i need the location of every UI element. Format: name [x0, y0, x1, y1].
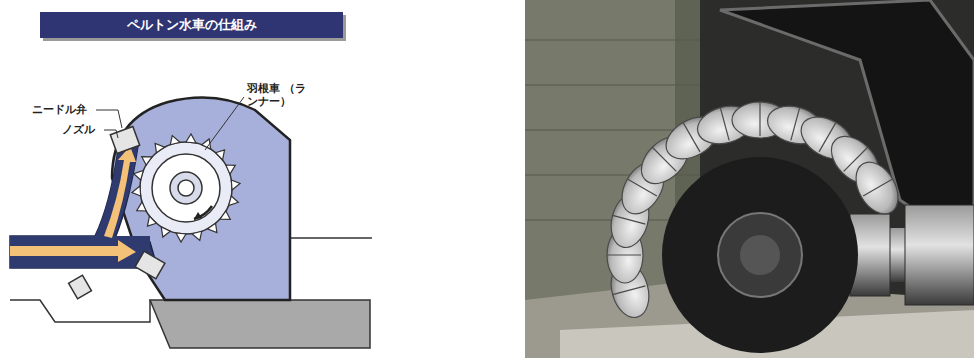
title-band: ペルトン水車の仕組み	[40, 12, 343, 38]
part-label: ノズル	[62, 123, 108, 136]
pelton-schematic	[10, 97, 372, 348]
runner-photo	[525, 0, 974, 358]
part-label: 羽根車 （ランナー）	[247, 82, 311, 108]
part-label: ニードル弁	[32, 103, 102, 116]
